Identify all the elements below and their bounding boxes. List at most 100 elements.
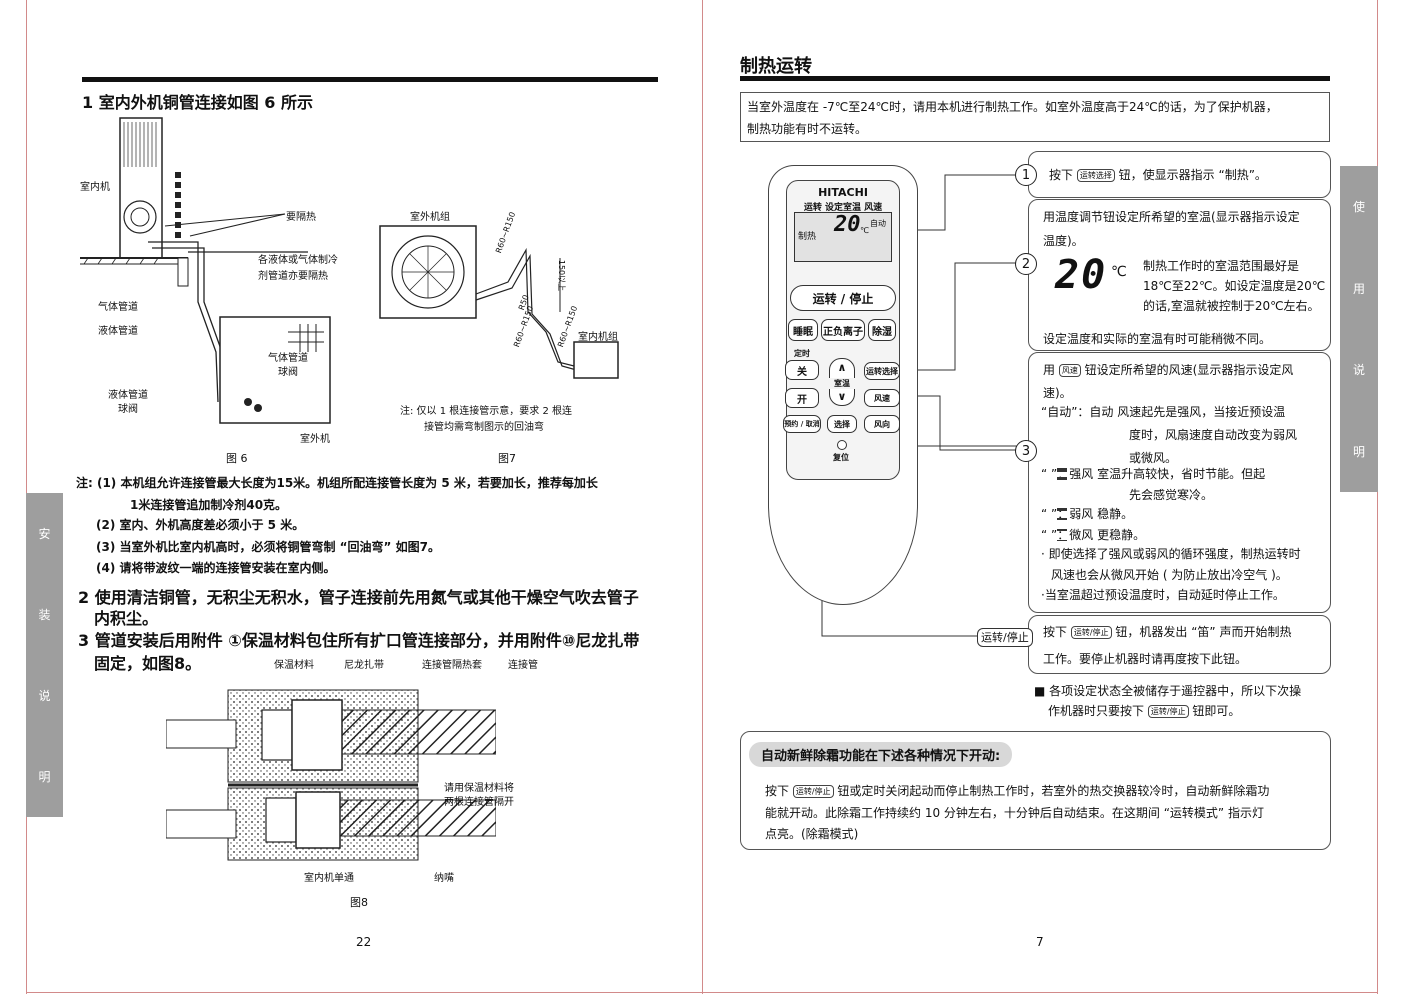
fig6-label-gas: 气体管道	[98, 302, 138, 313]
fig6-label-gas-valve-1: 气体管道	[268, 353, 308, 364]
remote-reset-icon[interactable]	[837, 440, 847, 450]
step-2-range-3: 的话,室温就被控制于20℃左右。	[1143, 299, 1320, 313]
step-3-strong-2: 先会感觉寒冷。	[1129, 488, 1214, 502]
step-4-tag: 运转/停止	[977, 628, 1033, 647]
intro-line-1: 当室外温度在 -7℃至24℃时，请用本机进行制热工作。如室外温度高于24℃的话，…	[747, 100, 1278, 114]
fig6-label-outdoor: 室外机	[300, 434, 330, 445]
fig8-label-indoor-pipe: 室内机单通	[304, 873, 354, 884]
step-3-bullet-3: ·当室温超过预设温度时，自动延时停止工作。	[1041, 588, 1285, 602]
step-3-line-2: 速)。	[1043, 386, 1072, 400]
fig7-label-150: 150以上	[557, 259, 567, 292]
fig8-label-insulation: 保温材料	[274, 660, 314, 671]
step-2-range-2: 18℃至22℃。如设定温度是20℃	[1143, 279, 1326, 293]
remote-brand: HITACHI	[818, 186, 868, 199]
right-page-frame	[702, 0, 1378, 994]
memo-line-1: ■ 各项设定状态全被储存于遥控器中，所以下次操	[1034, 684, 1302, 698]
step-3-bullet-1: · 即使选择了强风或弱风的循环强度，制热运转时	[1041, 547, 1301, 561]
defrost-title: 自动新鲜除霜功能在下述各种情况下开动:	[749, 742, 1013, 767]
step-1-number: 1	[1015, 164, 1037, 186]
remote-lcd-temp: 20	[834, 212, 861, 237]
fig6-label-liquid-valve-1: 液体管道	[108, 390, 148, 401]
note-1: 注: (1) 本机组允许连接管最大长度为15米。机组所配连接管长度为 5 米，若…	[76, 476, 598, 490]
defrost-box: 自动新鲜除霜功能在下述各种情况下开动: 按下 运转/停止 钮或定时关闭起动而停止…	[740, 731, 1331, 850]
remote-lcd-fan: 自动	[870, 219, 886, 228]
remote-off-button[interactable]: 关	[785, 360, 819, 380]
fig6-label-pipes-2: 剂管道亦要隔热	[258, 271, 328, 282]
defrost-run-stop-key-icon: 运转/停止	[792, 785, 834, 798]
defrost-line-3: 点亮。(除霜模式)	[765, 827, 859, 841]
remote-dry-button[interactable]: 除湿	[868, 319, 896, 341]
fig8-label-separate-2: 两根连接管隔开	[444, 797, 514, 808]
step-3-auto-1: “自动”：自动 风速起先是强风，当接近预设温	[1041, 405, 1286, 419]
note-3: (3) 当室外机比室内机高时，必须将铜管弯制 “回油弯” 如图7。	[96, 540, 440, 554]
fig7-label-outdoor-unit: 室外机组	[410, 212, 450, 223]
right-page-number: 7	[1036, 935, 1044, 949]
fig7-note-1: 注: 仅以 1 根连接管示意，要求 2 根连	[400, 406, 572, 417]
fig7-note-2: 接管均需弯制图示的回油弯	[424, 422, 544, 433]
note-4: (4) 请将带波纹一端的连接管安装在室内侧。	[96, 561, 336, 575]
step-3-weak: “ ”：弱风 稳静。	[1041, 507, 1134, 521]
item-2-line-2: 内积尘。	[94, 609, 159, 628]
remote-fan-button[interactable]: 风速	[864, 389, 900, 407]
intro-box: 当室外温度在 -7℃至24℃时，请用本机进行制热工作。如室外温度高于24℃的话，…	[740, 92, 1330, 142]
fig7-caption: 图7	[498, 452, 516, 465]
defrost-line-1: 按下 运转/停止 钮或定时关闭起动而停止制热工作时，若室外的热交换器较冷时，自动…	[765, 784, 1270, 798]
defrost-line-2: 能就开动。此除霜工作持续约 10 分钟左右，十分钟后自动结束。在这期间 “运转模…	[765, 806, 1264, 820]
fig6-caption: 图 6	[226, 452, 248, 465]
step-3-micro: “ ”：微风 更稳静。	[1041, 528, 1146, 542]
fan-key-icon: 风速	[1058, 364, 1081, 377]
fig6-insulate-leaders	[164, 213, 286, 237]
note-1-cont: 1米连接管追加制冷剂40克。	[130, 498, 288, 512]
fig6-label-indoor: 室内机	[80, 182, 110, 193]
right-page-title: 制热运转	[740, 56, 812, 77]
step-2-number: 2	[1015, 253, 1037, 275]
remote-run-stop-button[interactable]: 运转 / 停止	[790, 285, 896, 311]
temp-down-icon[interactable]: ∨	[837, 390, 847, 403]
left-heading: 1 室内外机铜管连接如图 6 所示	[82, 93, 313, 112]
item-3-line-1: 3 管道安装后用附件 ①保温材料包住所有扩口管连接部分，并用附件⑩尼龙扎带	[78, 631, 640, 650]
remote-display-header: 运转 设定室温 风速	[803, 203, 883, 213]
step-4-box: 按下 运转/停止 钮，机器发出 “笛” 声而开始制热 工作。要停止机器时请再度按…	[1028, 615, 1331, 674]
remote-reset-label: 复位	[833, 453, 849, 462]
remote-sleep-button[interactable]: 睡眠	[788, 319, 818, 341]
intro-line-2: 制热功能有时不运转。	[747, 122, 868, 136]
fig8-caption: 图8	[350, 896, 368, 909]
item-3-line-2: 固定，如图8。	[94, 654, 202, 673]
remote-reserve-button[interactable]: 预约 / 取消	[783, 415, 821, 433]
remote-ion-button[interactable]: 正负离子	[821, 319, 865, 341]
memo-line-2: 作机器时只要按下 运转/停止 钮即可。	[1048, 704, 1241, 718]
fig6-label-gas-valve-2: 球阀	[278, 367, 298, 378]
fan-weak-icon	[1057, 508, 1067, 520]
frame-bottom	[26, 992, 1378, 993]
step-3-auto-2: 度时，风扇速度自动改变为弱风	[1129, 428, 1298, 442]
remote-lcd	[794, 212, 892, 262]
remote-mode-button[interactable]: 运转选择	[864, 362, 900, 380]
step-3-line-1: 用 风速 钮设定所希望的风速(显示器指示设定风	[1043, 363, 1294, 377]
memo-run-stop-key-icon: 运转/停止	[1147, 705, 1189, 718]
fig6-label-liquid-valve-2: 球阀	[118, 404, 138, 415]
run-stop-key-icon: 运转/停止	[1070, 626, 1112, 639]
step-1-box: 按下 运转选择 钮，使显示器指示 “制热”。	[1028, 151, 1331, 198]
fig6-label-liquid: 液体管道	[98, 326, 138, 337]
remote-room-temp-label: 室温	[828, 378, 856, 389]
remote-select-button[interactable]: 选择	[827, 415, 857, 433]
remote-direction-button[interactable]: 风向	[864, 415, 900, 433]
step-2-footer: 设定温度和实际的室温有时可能稍微不同。	[1043, 332, 1272, 346]
figure-8-drawing	[166, 689, 496, 861]
step-2-big-unit: ℃	[1111, 264, 1127, 280]
step-2-line-2: 温度)。	[1043, 234, 1084, 248]
mode-key-icon: 运转选择	[1076, 169, 1115, 182]
temp-up-icon[interactable]: ∧	[837, 361, 847, 374]
note-2: (2) 室内、外机高度差必须小于 5 米。	[96, 518, 305, 532]
step-3-number: 3	[1015, 440, 1037, 462]
figure-6-drawing	[80, 117, 331, 424]
left-side-tab: 安 装 说 明	[26, 493, 63, 817]
right-heading-rule	[740, 76, 1330, 81]
remote-lcd-unit: ℃	[860, 226, 869, 235]
remote-on-button[interactable]: 开	[785, 388, 819, 408]
fig8-label-sleeve: 连接管隔热套	[422, 660, 482, 671]
fig6-label-insulate: 要隔热	[286, 212, 316, 223]
remote-timer-label: 定时	[794, 349, 810, 358]
step-3-bullet-2: 风速也会从微风开始 ( 为防止放出冷空气 )。	[1051, 568, 1288, 582]
step-2-box: 用温度调节钮设定所希望的室温(显示器指示设定 温度)。 20 ℃ 制热工作时的室…	[1028, 199, 1331, 351]
